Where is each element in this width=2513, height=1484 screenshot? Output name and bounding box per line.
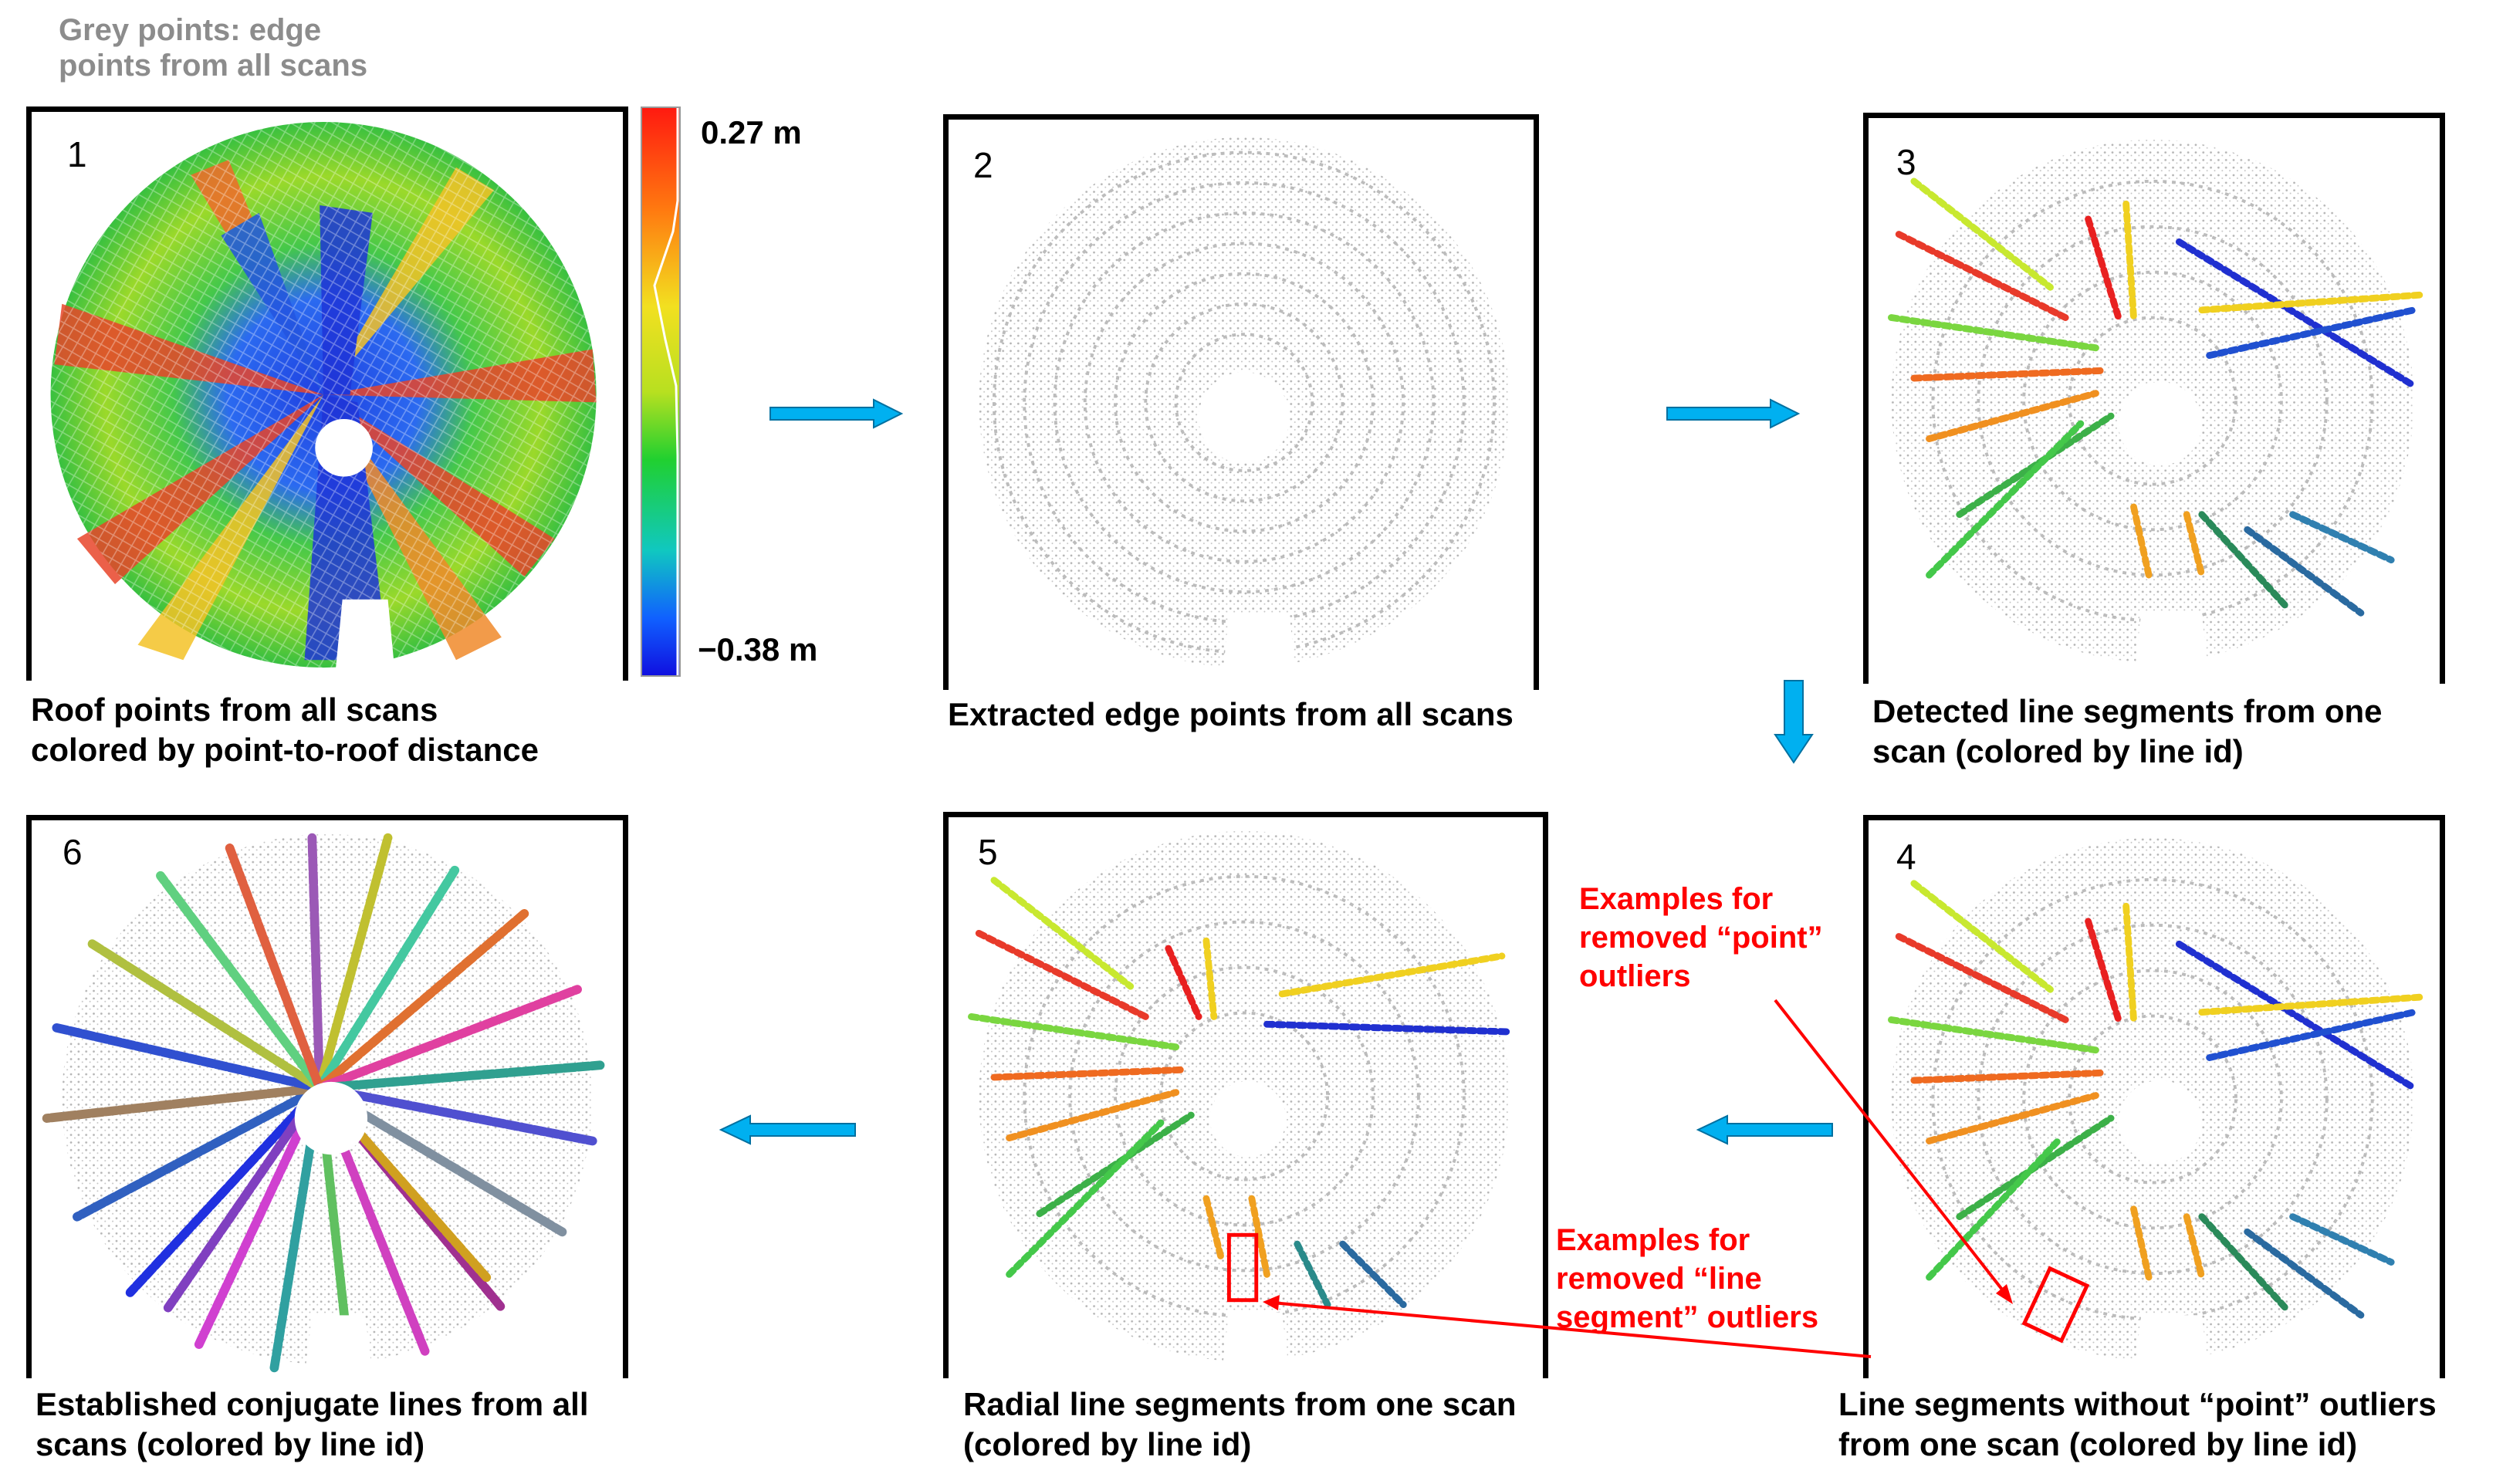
colorbar — [641, 106, 681, 677]
arrow-right-icon — [1666, 398, 1801, 429]
caption-line: (colored by line id) — [963, 1426, 1252, 1462]
grey-points-note: Grey points: edge points from all scans — [59, 12, 367, 83]
caption-line: Detected line segments from one — [1872, 693, 2383, 729]
colorbar-min-label: −0.38 m — [698, 631, 818, 668]
caption-line: Roof points from all scans — [31, 691, 438, 728]
radial-segments-plot — [968, 830, 1514, 1376]
line-outliers-annotation: Examples for removed “line segment” outl… — [1556, 1221, 1818, 1337]
arrow-left-icon — [1696, 1114, 1833, 1145]
pointer-arrowhead-icon — [1996, 1284, 2013, 1304]
colorbar-histogram — [653, 108, 679, 675]
panel-2: 2 — [943, 114, 1539, 690]
caption-line: Line segments without “point” outliers — [1838, 1386, 2437, 1422]
panel-number: 3 — [1896, 142, 1916, 182]
panel-number: 2 — [973, 145, 993, 185]
panel-6-caption: Established conjugate lines from all sca… — [36, 1384, 589, 1465]
conjugate-lines-plot — [42, 833, 605, 1376]
caption-line: colored by point-to-roof distance — [31, 732, 539, 768]
panel-5: 5 — [943, 812, 1548, 1378]
annotation-line: removed “line — [1556, 1262, 1762, 1296]
panel-number: 1 — [67, 134, 87, 174]
roof-points-plot — [50, 121, 597, 678]
panel-1: 1 — [26, 106, 628, 681]
annotation-line: Examples for — [1579, 882, 1774, 916]
caption-line: scans (colored by line id) — [36, 1426, 425, 1462]
panel-4-caption: Line segments without “point” outliers f… — [1838, 1384, 2437, 1465]
arrow-right-icon — [769, 398, 904, 429]
arrow-down-icon — [1774, 680, 1814, 764]
caption-line: scan (colored by line id) — [1872, 733, 2244, 769]
panel-1-caption: Roof points from all scans colored by po… — [31, 690, 539, 770]
panel-3-caption: Detected line segments from one scan (co… — [1872, 691, 2383, 772]
panel-number: 4 — [1896, 837, 1916, 877]
panel-5-caption: Radial line segments from one scan (colo… — [963, 1384, 1517, 1465]
annotation-line: Examples for — [1556, 1223, 1750, 1257]
colorbar-max-label: 0.27 m — [701, 114, 802, 150]
point-outliers-annotation: Examples for removed “point” outliers — [1579, 880, 1823, 996]
panel-4: 4 — [1863, 815, 2445, 1378]
caption-line: from one scan (colored by line id) — [1838, 1426, 2358, 1462]
arrow-left-icon — [719, 1114, 856, 1145]
panel-number: 5 — [978, 832, 998, 872]
segments-without-outliers-plot — [1888, 837, 2425, 1376]
note-line-2: points from all scans — [59, 49, 368, 83]
panel-number: 6 — [63, 832, 83, 872]
panel-3: 3 — [1863, 113, 2445, 684]
pointer-arrowhead-icon — [1263, 1295, 1280, 1310]
caption-line: Established conjugate lines from all — [36, 1386, 589, 1422]
annotation-line: segment” outliers — [1556, 1300, 1819, 1334]
caption-line: Radial line segments from one scan — [963, 1386, 1517, 1422]
detected-segments-plot — [1888, 139, 2425, 681]
note-line-1: Grey points: edge — [59, 13, 322, 47]
panel-2-caption: Extracted edge points from all scans — [948, 695, 1514, 735]
panel-6: 6 — [26, 815, 628, 1378]
caption-line: Extracted edge points from all scans — [948, 696, 1514, 732]
edge-points-plot — [979, 137, 1510, 688]
annotation-line: outliers — [1579, 959, 1691, 993]
annotation-line: removed “point” — [1579, 921, 1823, 955]
